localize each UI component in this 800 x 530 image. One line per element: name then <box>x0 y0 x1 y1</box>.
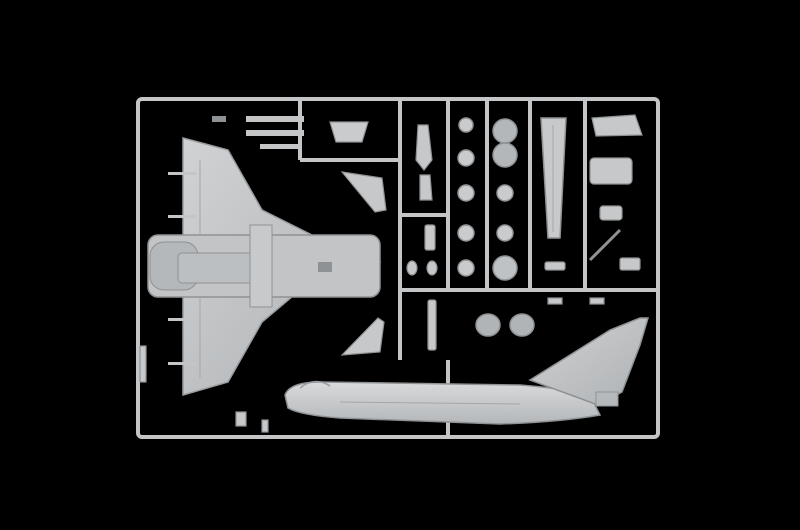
small-detail-parts <box>139 124 438 433</box>
delta-wing-part <box>147 137 382 396</box>
wheel-parts <box>457 117 514 277</box>
sprue-frame <box>136 97 660 439</box>
landing-gear-parts <box>544 114 643 305</box>
fuselage-part <box>284 380 602 425</box>
tail-fin-part <box>528 317 650 407</box>
intake-part <box>212 116 369 149</box>
spine-part <box>540 117 567 239</box>
exhaust-nozzle-parts <box>475 118 535 337</box>
canard-part <box>340 171 387 356</box>
